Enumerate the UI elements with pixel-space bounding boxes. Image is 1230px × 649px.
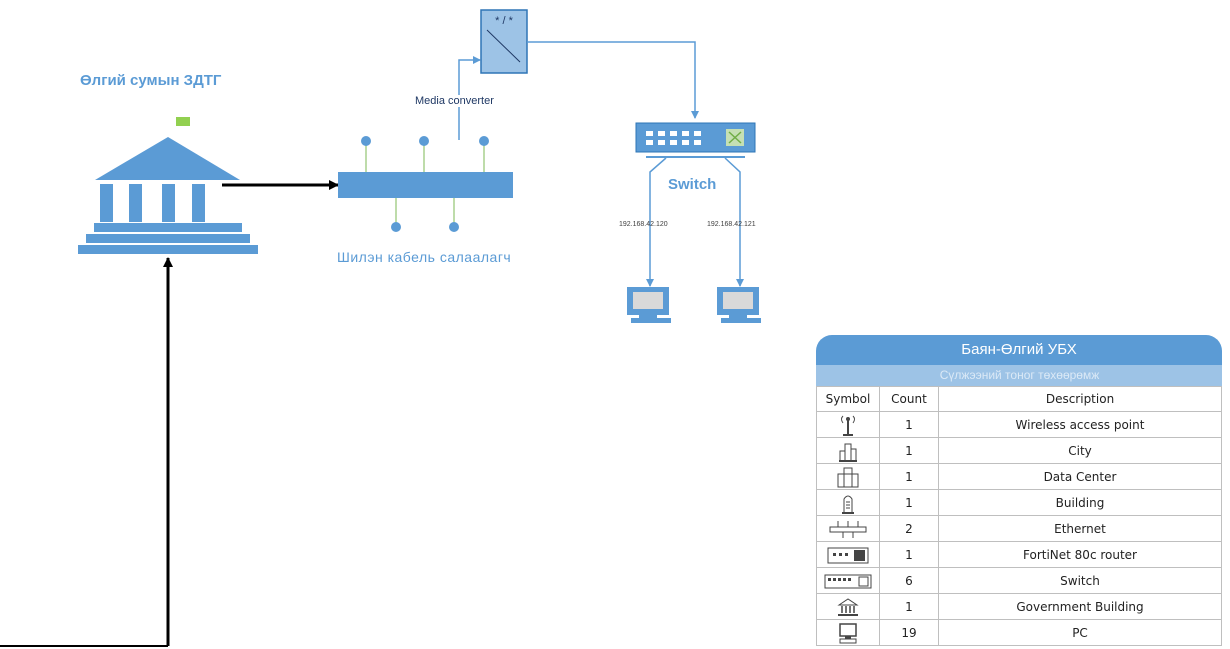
table-row: 1 City: [816, 437, 1222, 464]
symbol-cell: [816, 619, 880, 646]
pc-icon: [627, 287, 671, 323]
symbol-cell: [816, 567, 880, 594]
count-cell: 6: [879, 567, 939, 594]
count-cell: 2: [879, 515, 939, 542]
count-cell: 1: [879, 541, 939, 568]
pc-icon: [839, 622, 857, 643]
media-converter-icon: * / *: [480, 9, 528, 74]
description-cell: Switch: [938, 567, 1222, 594]
ethernet-icon: [829, 520, 867, 538]
pc-icon: [717, 287, 761, 323]
pc-ip-label: 192.168.42.121: [707, 221, 756, 228]
ethernet-link: [724, 157, 744, 287]
ethernet-link: [646, 157, 667, 287]
fiber-splitter: [338, 136, 513, 232]
table-row: 6 Switch: [816, 567, 1222, 594]
switch-icon: [824, 574, 872, 588]
symbol-cell: [816, 489, 880, 516]
pc-ip-label: 192.168.42.120: [619, 221, 668, 228]
symbol-cell: [816, 593, 880, 620]
description-cell: City: [938, 437, 1222, 464]
table-row: 1 FortiNet 80c router: [816, 541, 1222, 568]
wireless-access-point-icon: [841, 415, 855, 436]
government-building-icon: [78, 117, 258, 254]
city-icon: [839, 443, 857, 462]
router-icon: [827, 547, 869, 563]
table-row: 19 PC: [816, 619, 1222, 646]
description-cell: Government Building: [938, 593, 1222, 620]
description-cell: Data Center: [938, 463, 1222, 490]
count-cell: 19: [879, 619, 939, 646]
data-center-icon: [837, 467, 859, 487]
legend-table: Баян-Өлгий УБХ Сүлжээний тоног төхөөрөмж…: [816, 335, 1222, 646]
symbol-cell: [816, 411, 880, 438]
symbol-cell: [816, 515, 880, 542]
column-header: Symbol: [816, 386, 880, 412]
table-row: 1 Wireless access point: [816, 411, 1222, 438]
legend-header-row: Symbol Count Description: [816, 386, 1222, 412]
table-row: 1 Data Center: [816, 463, 1222, 490]
description-cell: Wireless access point: [938, 411, 1222, 438]
table-row: 1 Government Building: [816, 593, 1222, 620]
government-building-title: Өлгий сумын ЗДТГ: [80, 72, 222, 89]
fiber-link: [527, 41, 699, 119]
legend-grid: Symbol Count Description 1 Wireless acce…: [816, 386, 1222, 646]
splitter-label: Шилэн кабель салаалагч: [337, 249, 512, 265]
table-row: 1 Building: [816, 489, 1222, 516]
count-cell: 1: [879, 437, 939, 464]
description-cell: PC: [938, 619, 1222, 646]
count-cell: 1: [879, 489, 939, 516]
description-cell: Ethernet: [938, 515, 1222, 542]
government-building-icon: [837, 597, 859, 616]
switch-label: Switch: [668, 176, 717, 193]
svg-text:* / *: * / *: [495, 15, 513, 27]
count-cell: 1: [879, 411, 939, 438]
table-row: 2 Ethernet: [816, 515, 1222, 542]
switch-icon: [635, 122, 756, 158]
count-cell: 1: [879, 463, 939, 490]
column-header: Description: [938, 386, 1222, 412]
fiber-link: [458, 56, 481, 140]
description-cell: Building: [938, 489, 1222, 516]
symbol-cell: [816, 541, 880, 568]
symbol-cell: [816, 437, 880, 464]
column-header: Count: [879, 386, 939, 412]
count-cell: 1: [879, 593, 939, 620]
building-icon: [842, 495, 854, 514]
legend-title: Баян-Өлгий УБХ: [816, 335, 1222, 365]
legend-subtitle: Сүлжээний тоног төхөөрөмж: [816, 365, 1222, 386]
media-converter-label: Media converter: [414, 95, 495, 107]
symbol-cell: [816, 463, 880, 490]
description-cell: FortiNet 80c router: [938, 541, 1222, 568]
